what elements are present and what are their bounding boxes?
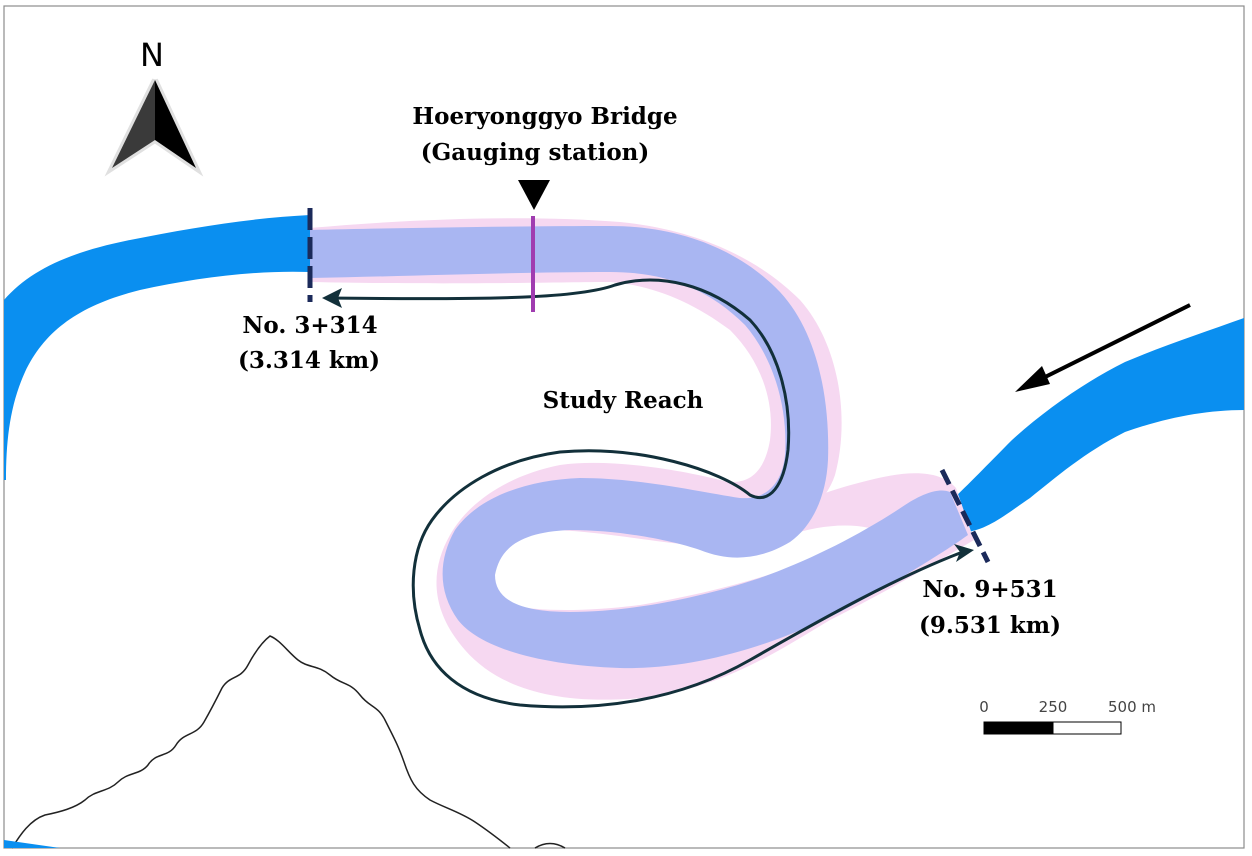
study-reach-outline	[324, 278, 969, 709]
boundary-line	[11, 635, 511, 849]
upstream-section-label: No. 9+531	[922, 576, 1057, 603]
outline-arrowhead-upstream	[954, 544, 974, 562]
river-upstream	[952, 318, 1244, 532]
north-label: N	[140, 36, 164, 74]
study-reach-label: Study Reach	[543, 387, 704, 414]
flow-direction-arrowhead-icon	[1015, 366, 1050, 392]
study-reach-channel	[310, 226, 968, 669]
scale-tick-250: 250	[1039, 698, 1068, 716]
river-corner-bottom	[4, 840, 60, 848]
bridge-name-label: Hoeryonggyo Bridge	[412, 103, 677, 130]
downstream-section-distance: (3.314 km)	[238, 347, 380, 374]
scale-tick-0: 0	[979, 698, 989, 716]
upstream-section-distance: (9.531 km)	[919, 612, 1061, 639]
boundary-line-small	[534, 842, 566, 849]
scale-tick-500: 500 m	[1108, 698, 1156, 716]
river-downstream	[4, 215, 310, 480]
gauging-station-marker-icon	[518, 180, 550, 210]
scale-bar-white-segment	[1052, 721, 1122, 735]
downstream-section-label: No. 3+314	[242, 312, 377, 339]
bridge-subtitle-label: (Gauging station)	[421, 139, 650, 166]
scale-bar-black-segment	[983, 721, 1054, 735]
upstream-section-line	[939, 468, 991, 564]
outline-arrowhead-downstream	[322, 288, 342, 308]
flow-direction-arrow	[1034, 303, 1191, 384]
scale-bar: 0 250 500 m	[979, 698, 1156, 735]
north-arrow: N	[104, 36, 204, 177]
